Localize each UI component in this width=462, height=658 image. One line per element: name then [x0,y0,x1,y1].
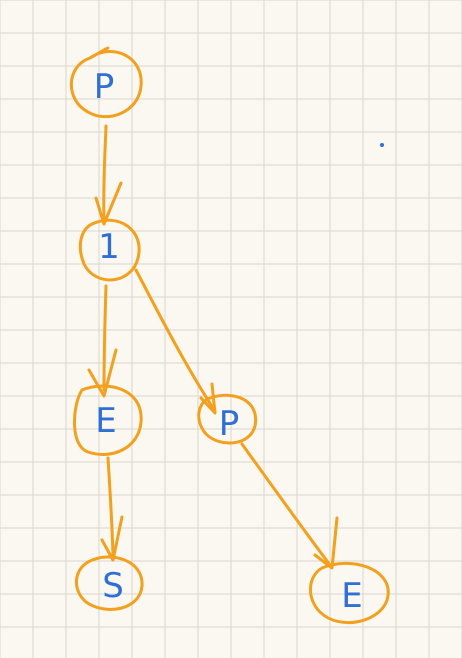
node-s: S [75,555,144,611]
edge-1-to-p-right [134,268,217,415]
node-e-right: E [309,561,390,624]
node-label: 1 [98,227,120,267]
edge-root-to-1 [94,124,123,226]
edge-p-right-to-e-right [240,442,339,570]
node-p-right: P [197,393,258,445]
node-label: E [341,576,362,616]
node-label: P [94,67,115,107]
node-e-left: E [72,384,143,456]
node-label: E [95,401,116,441]
edge-e-left-to-s [100,456,124,562]
pen-dot-mark [380,143,384,147]
node-root-p: P [69,46,143,119]
node-1: 1 [78,218,141,282]
edge-1-to-e-left [87,284,118,398]
node-label: S [102,566,124,606]
tree-nodes: P 1 E P S E [69,46,390,624]
tree-edges [87,124,339,570]
node-label: P [219,404,240,444]
